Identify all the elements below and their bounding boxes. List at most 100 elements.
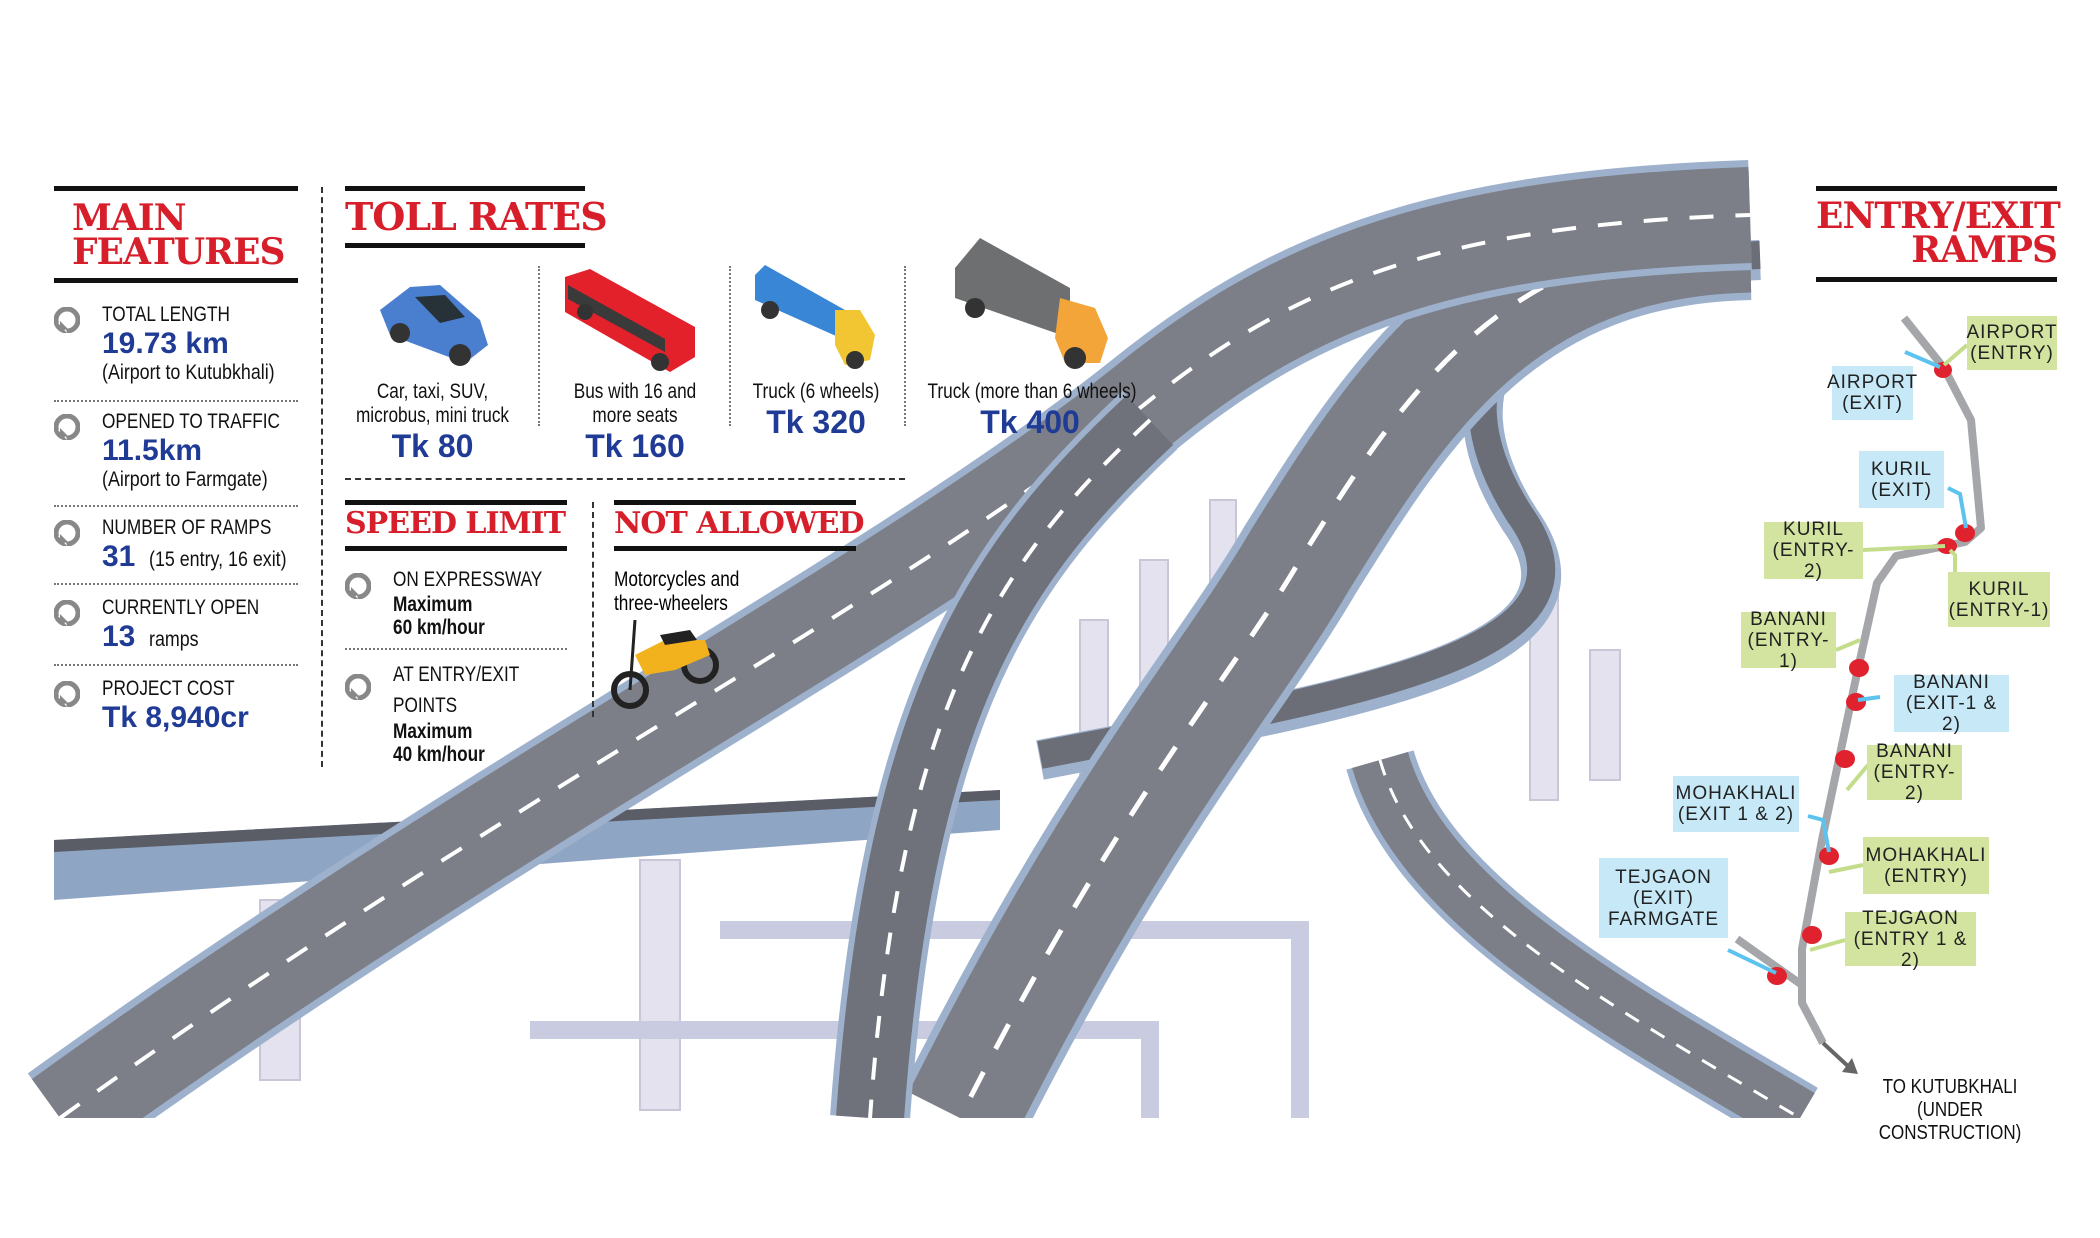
column-divider <box>321 187 323 767</box>
ramp-name: MOHAKHALI <box>1675 783 1797 804</box>
feature-ramps: NUMBER OF RAMPS 31 (15 entry, 16 exit) <box>54 516 298 580</box>
vehicle-description: more seats <box>592 404 678 427</box>
title-rule <box>345 500 567 505</box>
car-icon <box>380 285 488 366</box>
feature-label: NUMBER OF RAMPS <box>102 516 272 539</box>
circular-arrow-icon <box>54 414 80 440</box>
ramp-type: (EXIT) <box>1633 887 1694 909</box>
title-line: FEATURES <box>72 231 285 274</box>
title-rule <box>54 186 298 191</box>
divider <box>54 505 298 507</box>
ramp-banani-entry-2: BANANI(ENTRY-2) <box>1867 741 1962 804</box>
ramp-type: (ENTRY-2) <box>1873 762 1956 804</box>
divider <box>54 400 298 402</box>
feature-currently-open: CURRENTLY OPEN 13 ramps <box>54 596 298 660</box>
title-rule <box>54 278 298 283</box>
ramp-tejgaon-entry: TEJGAON(ENTRY 1 & 2) <box>1845 908 1976 971</box>
title-line: RAMPS <box>1911 229 2058 272</box>
title-rule <box>1816 186 2057 191</box>
vehicle-description: Truck (6 wheels) <box>752 380 880 403</box>
tejgaon-branch <box>1734 935 1805 989</box>
ramp-name: MOHAKHALI <box>1865 844 1987 866</box>
container-truck-icon <box>955 238 1108 369</box>
title-rule <box>345 546 567 551</box>
title-rule <box>345 243 585 248</box>
ramp-name: BANANI <box>1913 672 1990 693</box>
feature-note: ramps <box>149 628 199 651</box>
ramp-kuril-entry-2: KURIL(ENTRY-2) <box>1764 519 1863 582</box>
ramp-type: (ENTRY-1) <box>1948 599 2050 621</box>
circular-arrow-icon <box>54 600 80 626</box>
speed-limit-title: SPEED LIMIT <box>345 506 566 541</box>
not-allowed-line: three-wheelers <box>614 592 728 615</box>
route-end-label: TO KUTUBKHALI (UNDER CONSTRUCTION) <box>1848 1076 2052 1145</box>
exit-arrows <box>1727 350 1968 975</box>
feature-total-length: TOTAL LENGTH 19.73 km (Airport to Kutubk… <box>54 303 298 393</box>
ramp-name: BANANI <box>1876 741 1953 762</box>
ramp-banani-exit: BANANI(EXIT-1 & 2) <box>1894 672 2009 735</box>
feature-note: (Airport to Kutubkhali) <box>102 361 275 384</box>
ramp-tejgaon-exit: TEJGAON(EXIT)FARMGATE <box>1599 858 1728 938</box>
feature-note: (15 entry, 16 exit) <box>149 548 287 571</box>
vehicle-description: Bus with 16 and <box>573 380 697 403</box>
circular-arrow-icon <box>345 674 371 700</box>
circular-arrow-icon <box>54 520 80 546</box>
feature-label: TOTAL LENGTH <box>102 303 230 326</box>
ramp-name: FARMGATE <box>1607 908 1720 930</box>
ramp-airport-entry: AIRPORT(ENTRY) <box>1966 316 2058 370</box>
ramp-type: (EXIT-1 & 2) <box>1905 693 1998 735</box>
not-allowed-text: Motorcycles and three-wheelers <box>614 568 739 616</box>
feature-label: CURRENTLY OPEN <box>102 596 260 619</box>
truck-icon <box>755 265 875 369</box>
toll-price: Tk 320 <box>766 404 866 440</box>
ramp-type: (ENTRY-2) <box>1772 540 1855 582</box>
ramps-title: ENTRY/EXIT RAMPS <box>1816 195 2061 272</box>
not-allowed-title: NOT ALLOWED <box>614 506 864 541</box>
ramp-name: AIRPORT <box>1826 372 1919 393</box>
toll-bus: Bus with 16 and more seats Tk 160 <box>540 380 730 464</box>
divider <box>54 583 298 585</box>
ramp-kuril-entry-1: KURIL(ENTRY-1) <box>1948 572 2050 627</box>
toll-rates-title: TOLL RATES <box>345 194 608 239</box>
feature-project-cost: PROJECT COST Tk 8,940cr <box>54 677 298 741</box>
ramp-type: (EXIT) <box>1871 479 1932 501</box>
ramp-mohakhali-exit: MOHAKHALI(EXIT 1 & 2) <box>1673 776 1799 832</box>
ramp-name: KURIL <box>1783 519 1844 540</box>
ramp-type: (ENTRY-1) <box>1747 629 1830 672</box>
title-rule <box>614 546 856 551</box>
route-line <box>1798 315 1985 1045</box>
speed-value: Maximum <box>393 720 473 743</box>
ramp-name: KURIL <box>1968 578 2030 600</box>
route-end-line: TO KUTUBKHALI (UNDER <box>1882 1076 2018 1121</box>
ramp-name: AIRPORT <box>1966 322 2058 343</box>
circular-arrow-icon <box>345 573 371 599</box>
vehicle-description: microbus, mini truck <box>355 404 510 427</box>
ramp-name: KURIL <box>1871 458 1932 480</box>
ramp-points <box>1767 362 1975 985</box>
toll-price: Tk 160 <box>585 428 685 464</box>
main-features-title: MAIN FEATURES <box>72 197 285 274</box>
title-line: MAIN <box>72 197 187 239</box>
feature-label: OPENED TO TRAFFIC <box>102 410 280 433</box>
toll-truck: Truck (6 wheels) Tk 320 <box>730 380 902 440</box>
speed-label: AT ENTRY/EXIT <box>393 663 520 686</box>
feature-opened: OPENED TO TRAFFIC 11.5km (Airport to Far… <box>54 410 298 500</box>
ramp-airport-exit: AIRPORT(EXIT) <box>1827 366 1917 420</box>
speed-value: Maximum <box>393 593 473 616</box>
motorcycle-icon <box>611 619 719 709</box>
not-allowed-line: Motorcycles and <box>614 568 740 591</box>
title-rule <box>345 186 585 191</box>
toll-large-truck: Truck (more than 6 wheels) Tk 400 <box>905 380 1155 440</box>
title-line: ENTRY/EXIT <box>1816 195 2061 237</box>
title-rule <box>614 500 856 505</box>
speed-value: 60 km/hour <box>393 616 485 639</box>
divider <box>538 266 540 426</box>
ramp-banani-entry-1: BANANI(ENTRY-1) <box>1741 609 1836 672</box>
divider <box>54 664 298 666</box>
divider <box>729 266 731 426</box>
feature-label: PROJECT COST <box>102 677 235 700</box>
ramp-type: (ENTRY 1 & 2) <box>1853 928 1968 971</box>
ramp-mohakhali-entry: MOHAKHALI(ENTRY) <box>1863 837 1989 894</box>
